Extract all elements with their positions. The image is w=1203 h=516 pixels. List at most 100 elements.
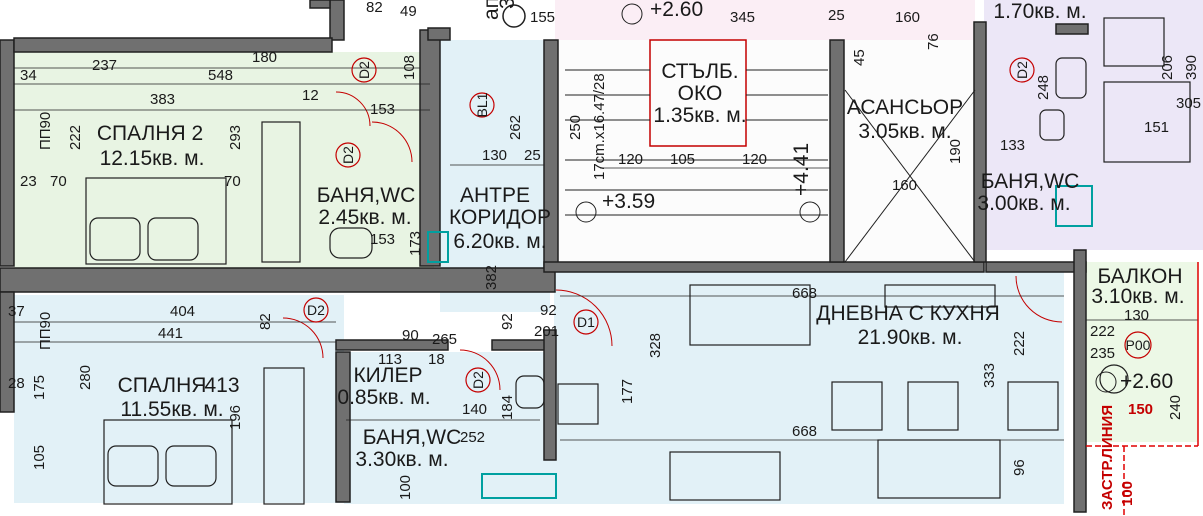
dim-hall-201: 201 xyxy=(534,323,559,340)
dim-bath-left-153: 153 xyxy=(370,231,395,248)
dim-hall-262: 262 xyxy=(507,115,524,140)
level-markers: +2.60 +3.59 +4.41 +2.60 xyxy=(575,0,1173,393)
room-name-bath-center: БАНЯ,WC xyxy=(363,426,461,449)
room-area-elevator: 3.05кв. м. xyxy=(858,120,951,143)
dim-stair-250: 250 xyxy=(567,115,584,140)
svg-text:D2: D2 xyxy=(356,61,372,79)
dim-elev-190: 190 xyxy=(947,139,964,164)
room-area-balcony: 3.10кв. м. xyxy=(1091,285,1184,308)
dim-living-668a: 668 xyxy=(792,285,817,302)
dim-balcony-130: 130 xyxy=(1124,307,1149,324)
dim-br2-70b: 70 xyxy=(224,173,241,190)
door-tags: D2 D2 D2 D2 D2 BL1 D1 P00 xyxy=(303,57,1152,393)
dim-elev-76: 76 xyxy=(925,33,942,50)
dim-pb-18: 18 xyxy=(428,351,445,368)
bedroom-width-label: 413 xyxy=(204,374,239,397)
stair-treads xyxy=(565,39,976,263)
dim-pb-140: 140 xyxy=(462,401,487,418)
dim-br2-237: 237 xyxy=(92,57,117,74)
svg-text:P00: P00 xyxy=(1126,337,1151,353)
dim-br-37: 37 xyxy=(8,303,25,320)
dim-bathR-390: 390 xyxy=(1183,55,1200,80)
dim-living-177: 177 xyxy=(619,379,636,404)
dim-pb-100: 100 xyxy=(397,475,414,500)
door-tag-p00: P00 xyxy=(1124,331,1152,359)
room-area-bath-center: 3.30кв. м. xyxy=(355,448,448,471)
dim-br2-12: 12 xyxy=(302,87,319,104)
door-tag-bedroom2: D2 xyxy=(351,57,377,83)
room-name-balcony: БАЛКОН xyxy=(1097,265,1182,288)
dim-bath-left-173: 173 xyxy=(407,231,424,256)
room-name-bedroom: СПАЛНЯ xyxy=(118,374,207,397)
room-fills xyxy=(14,0,1203,504)
dim-br2-23: 23 xyxy=(20,173,37,190)
dim-living-96: 96 xyxy=(1011,459,1028,476)
dim-hall-92b: 92 xyxy=(540,302,557,319)
dim-bathR-206: 206 xyxy=(1159,55,1176,80)
room-name2-hall: КОРИДОР xyxy=(449,206,551,229)
construction-line xyxy=(1086,262,1199,516)
svg-text:D2: D2 xyxy=(340,146,356,164)
dim-br2-383: 383 xyxy=(150,91,175,108)
dim-br-280: 280 xyxy=(77,365,94,390)
sanitary-blocks xyxy=(427,185,1093,499)
dim-top-160: 160 xyxy=(895,9,920,26)
room-name2-stair-well: ОКО xyxy=(678,82,723,105)
level-stair-high: +4.41 xyxy=(790,143,813,196)
room-labels: СПАЛНЯ 2 12.15кв. м. БАНЯ,WC 2.45кв. м. … xyxy=(97,0,1185,471)
dim-balcony-150: 150 xyxy=(1128,401,1153,418)
room-area-bedroom: 11.55кв. м. xyxy=(120,398,223,421)
dim-br2-34: 34 xyxy=(20,67,37,84)
dim-pb-113: 113 xyxy=(378,351,402,368)
construction-line-label: ЗАСТР.ЛИНИЯ xyxy=(1099,405,1116,510)
room-area-top-right: 1.70кв. м. xyxy=(993,0,1086,23)
room-name-living: ДНЕВНА С КУХНЯ xyxy=(816,302,1000,325)
dimension-lines xyxy=(14,67,1198,441)
dim-bathR-133: 133 xyxy=(1000,137,1025,154)
dim-top-345: 345 xyxy=(730,9,755,26)
dim-br-82: 82 xyxy=(257,313,274,330)
dim-bathR-248: 248 xyxy=(1035,75,1052,100)
dim-living-668b: 668 xyxy=(792,423,817,440)
dim-pb-184: 184 xyxy=(499,395,516,420)
svg-text:D2: D2 xyxy=(470,371,486,389)
dimension-numbers: 82 49 155 345 25 160 180 237 548 34 383 … xyxy=(8,0,1201,500)
dim-br-404: 404 xyxy=(170,303,195,320)
room-name-bath-left: БАНЯ,WC xyxy=(317,184,415,207)
room-area-bedroom2: 12.15кв. м. xyxy=(100,147,205,170)
dim-stair-105: 105 xyxy=(670,151,695,168)
dim-pb-90: 90 xyxy=(402,327,419,344)
door-tag-bath-right: D2 xyxy=(1009,57,1035,83)
dim-br-105: 105 xyxy=(31,445,48,470)
pp-label-top: ПП90 xyxy=(37,112,54,150)
door-tag-bath-left: D2 xyxy=(335,142,361,168)
dim-balcony-222: 222 xyxy=(1090,323,1115,340)
room-area-living: 21.90кв. м. xyxy=(858,326,963,349)
room-name-stair-well: СТЪЛБ. xyxy=(661,60,738,83)
dim-br2-108: 108 xyxy=(401,55,418,80)
dim-hall-130: 130 xyxy=(482,147,507,164)
dim-br-28: 28 xyxy=(8,375,25,392)
dim-top-82: 82 xyxy=(366,0,383,16)
dim-pb-252: 252 xyxy=(460,429,485,446)
room-area-hall: 6.20кв. м. xyxy=(453,230,546,253)
furniture xyxy=(85,17,1191,505)
stair-spec: 17cm.x16.47/28 xyxy=(591,73,608,180)
construction-line-value: 100 xyxy=(1119,481,1136,506)
dim-hall-92a: 92 xyxy=(499,313,516,330)
dim-balcony-235: 235 xyxy=(1090,345,1115,362)
room-area-stair-well: 1.35кв. м. xyxy=(653,104,746,127)
dim-elev-45: 45 xyxy=(851,49,868,66)
svg-text:D2: D2 xyxy=(1014,61,1030,79)
dim-living-333: 333 xyxy=(981,363,998,388)
dim-bathR-305: 305 xyxy=(1176,95,1201,112)
room-area-bath-left: 2.45кв. м. xyxy=(318,206,411,229)
dim-living-222: 222 xyxy=(1011,331,1028,356)
walls xyxy=(0,0,1089,513)
dim-hall-382: 382 xyxy=(483,265,500,290)
svg-text:BL1: BL1 xyxy=(474,92,490,117)
door-tag-bedroom: D2 xyxy=(303,297,329,323)
dim-balcony-240: 240 xyxy=(1167,395,1184,420)
svg-text:D1: D1 xyxy=(577,314,595,330)
